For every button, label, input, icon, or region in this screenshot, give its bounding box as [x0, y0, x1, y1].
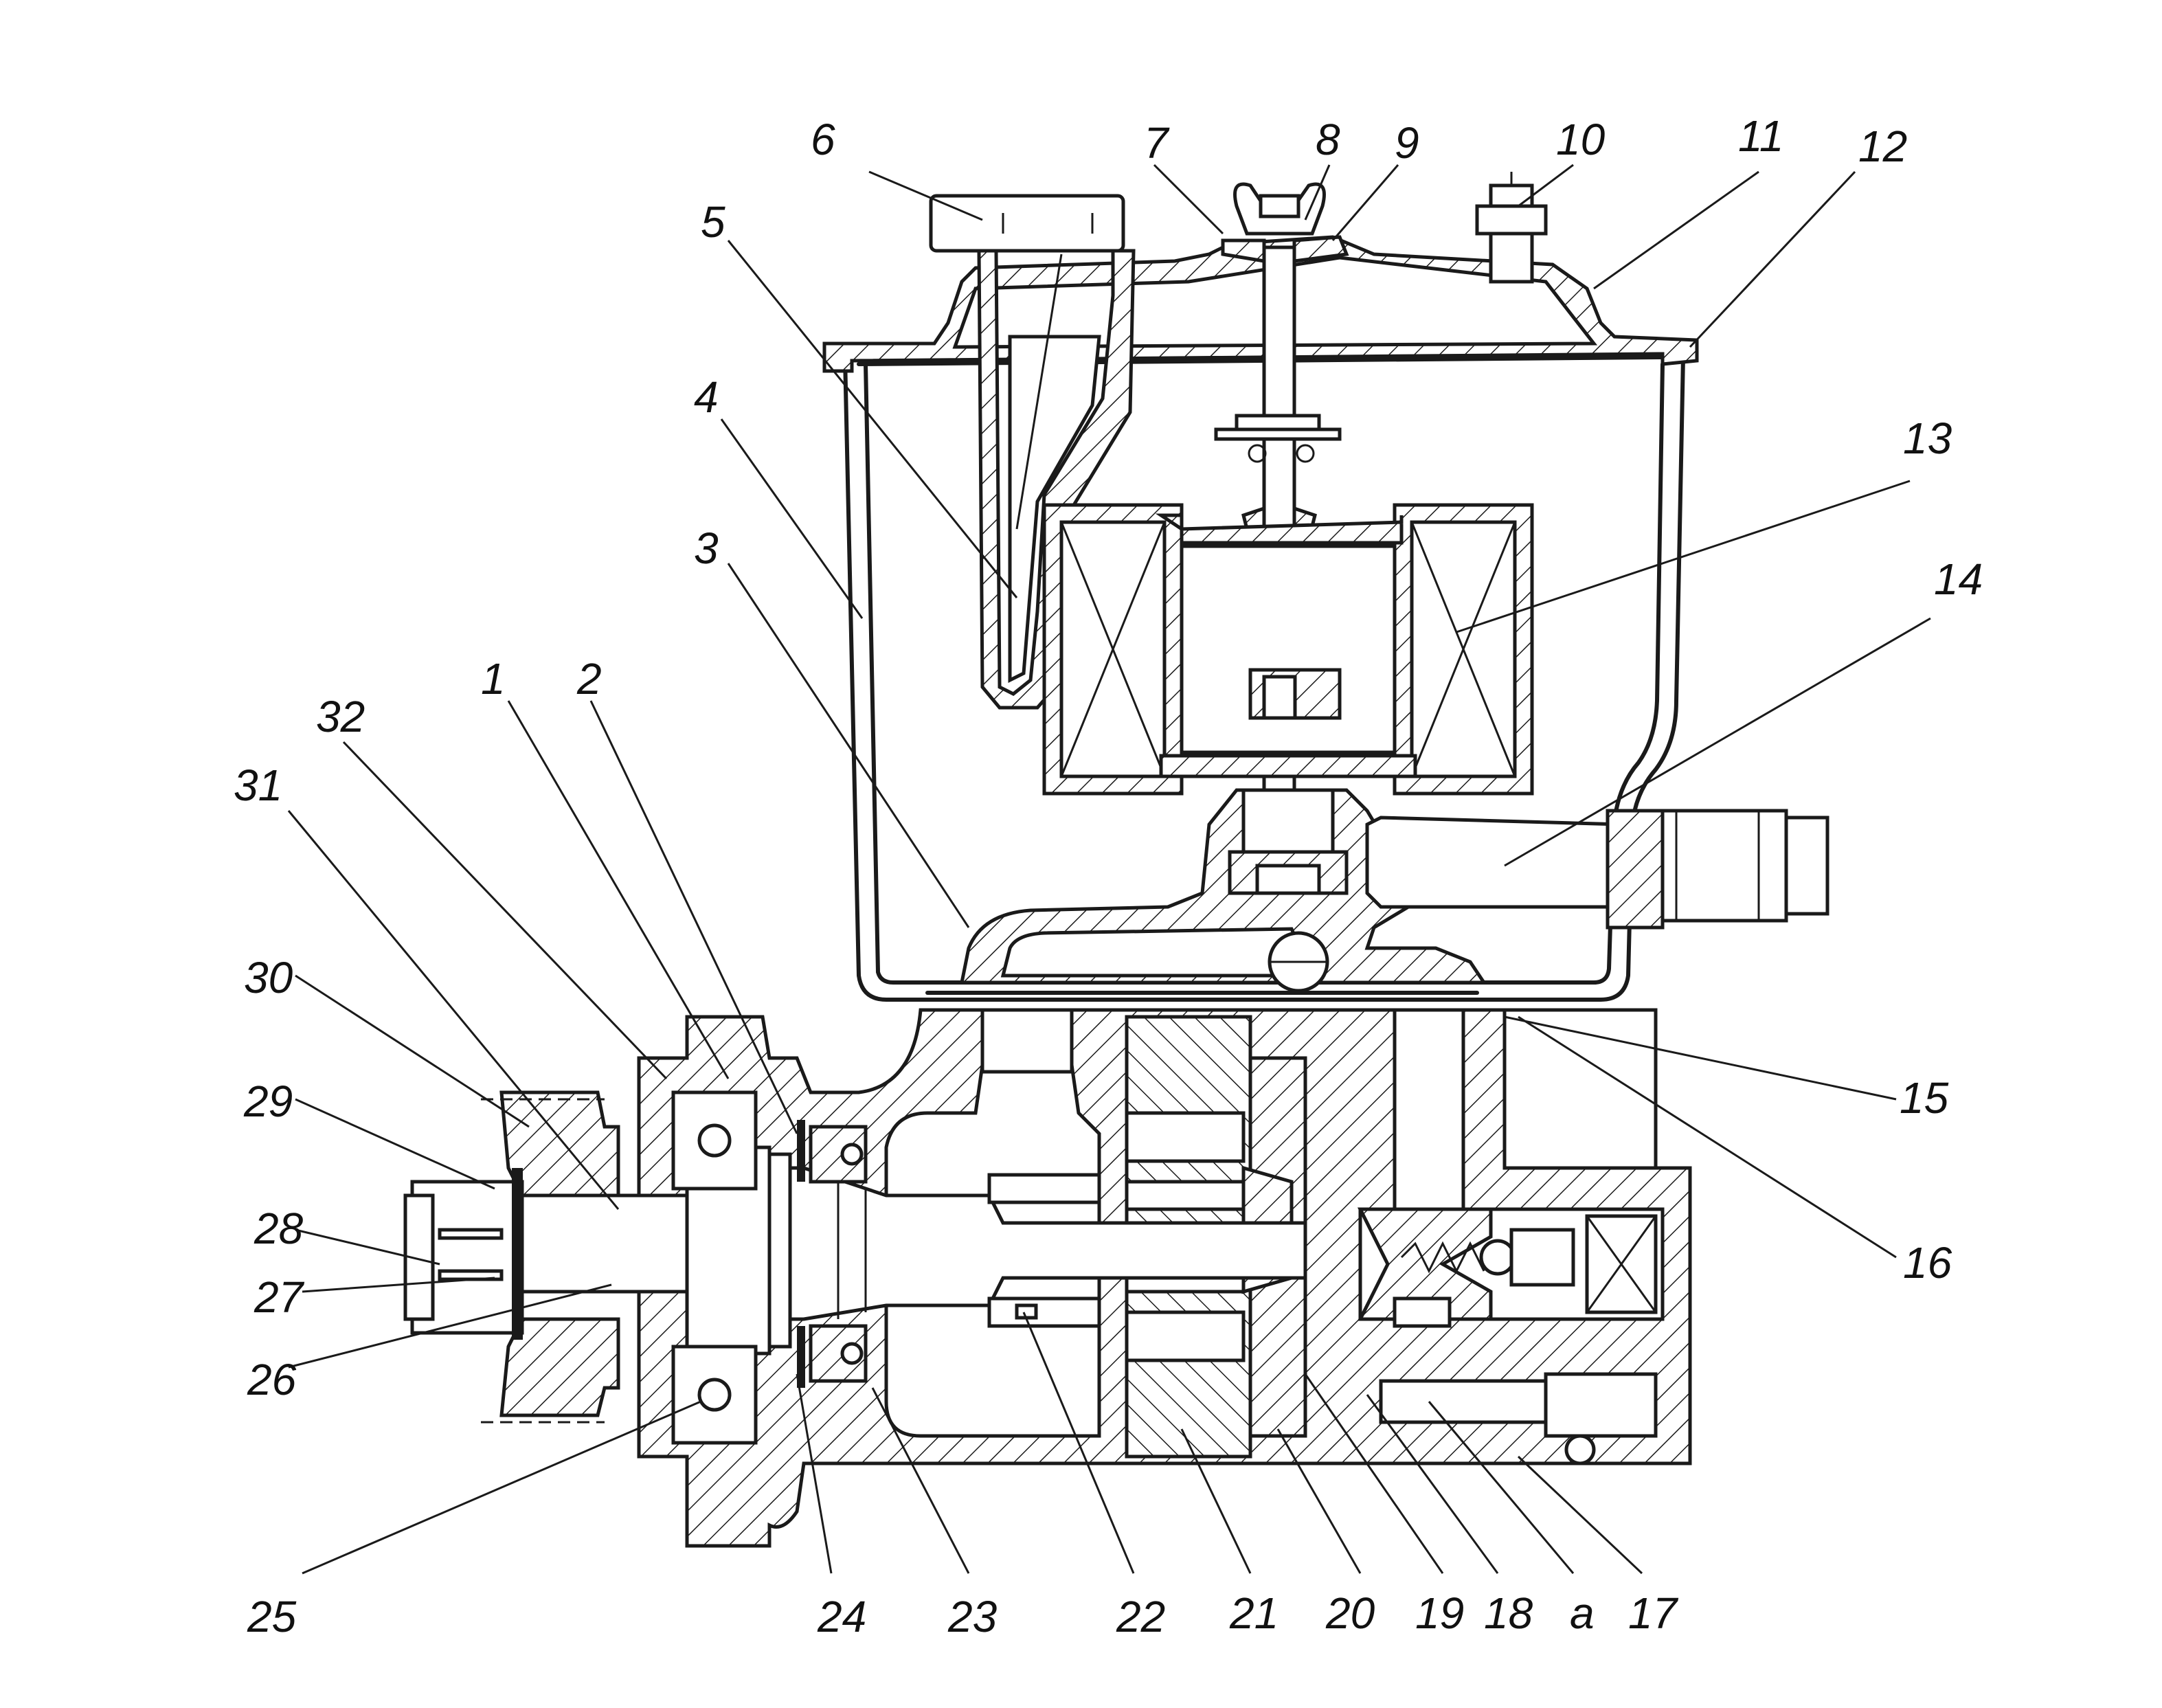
- callout-21: 21: [1229, 1588, 1279, 1638]
- callout-8: 8: [1316, 115, 1340, 164]
- vent-plug: [1475, 172, 1548, 284]
- callout-a: a: [1570, 1588, 1595, 1638]
- callout-15: 15: [1900, 1073, 1949, 1123]
- callout-29: 29: [243, 1077, 293, 1126]
- bearing: [671, 1090, 758, 1445]
- callout-23: 23: [947, 1592, 998, 1641]
- callout-7: 7: [1144, 118, 1170, 168]
- callout-17: 17: [1628, 1588, 1679, 1638]
- callout-2: 2: [576, 654, 602, 704]
- filler-cap: [929, 194, 1125, 253]
- callout-16: 16: [1903, 1238, 1952, 1288]
- callout-14: 14: [1934, 554, 1983, 604]
- shaft-seal: [797, 1120, 868, 1388]
- valve-body: [959, 788, 1556, 993]
- callout-30: 30: [244, 953, 293, 1002]
- bypass-bore: [1379, 1372, 1658, 1465]
- callout-28: 28: [254, 1204, 304, 1253]
- callout-26: 26: [247, 1355, 297, 1404]
- callout-18: 18: [1484, 1588, 1533, 1638]
- callout-13: 13: [1903, 414, 1952, 463]
- callout-25: 25: [247, 1592, 297, 1641]
- callout-19: 19: [1415, 1588, 1464, 1638]
- callout-11: 11: [1738, 111, 1783, 161]
- callout-10: 10: [1556, 115, 1606, 164]
- callout-12: 12: [1858, 122, 1907, 171]
- front-flange: [403, 1090, 620, 1424]
- callout-1: 1: [481, 654, 506, 704]
- callout-6: 6: [811, 115, 835, 164]
- relief-valve: [1357, 1207, 1665, 1328]
- callout-27: 27: [254, 1272, 305, 1322]
- leader-lines: [287, 164, 1931, 1575]
- filter-element: [1042, 503, 1534, 796]
- callout-20: 20: [1325, 1588, 1375, 1638]
- filler-neck: [977, 249, 1136, 710]
- callout-5: 5: [701, 197, 725, 247]
- callout-24: 24: [817, 1592, 866, 1641]
- callout-3: 3: [694, 524, 719, 573]
- callout-9: 9: [1395, 118, 1419, 168]
- callout-4: 4: [694, 372, 719, 422]
- callout-22: 22: [1116, 1592, 1165, 1641]
- callout-31: 31: [234, 761, 282, 810]
- outlet-fitting: [1365, 809, 1829, 930]
- callout-32: 32: [316, 692, 365, 741]
- callout-labels: 1 2 3 4 5 6 7 8 9 10 11 12 13 14 15 16 1…: [234, 111, 1983, 1641]
